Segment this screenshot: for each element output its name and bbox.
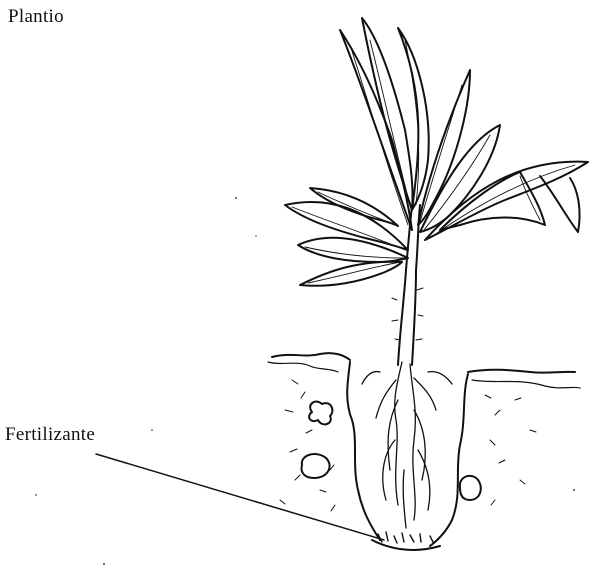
fertilizer-label: Fertilizante [5, 424, 95, 446]
soil-texture-right [485, 395, 536, 505]
leaf-veins [292, 40, 575, 283]
hole-wall-left [347, 362, 380, 540]
diagram-title: Plantio [8, 6, 64, 28]
ground-rough-right [472, 380, 580, 388]
hole-wall-right [430, 374, 468, 546]
root-system [362, 362, 452, 528]
stone-upper-left [309, 402, 332, 425]
fertilizer-deposit [378, 532, 433, 543]
fertilizer-leader-line [96, 454, 384, 540]
plant-stem-edge [412, 205, 420, 365]
ground-line-left [272, 353, 350, 360]
plant-stem [398, 205, 412, 365]
ground-line-right [468, 370, 575, 373]
plant-leaves [285, 18, 588, 286]
soil-texture-left [280, 380, 335, 511]
stone-lower-left [302, 454, 330, 478]
stone-right [460, 476, 481, 500]
stem-hairs [392, 288, 423, 340]
ground-rough-left [268, 362, 338, 372]
